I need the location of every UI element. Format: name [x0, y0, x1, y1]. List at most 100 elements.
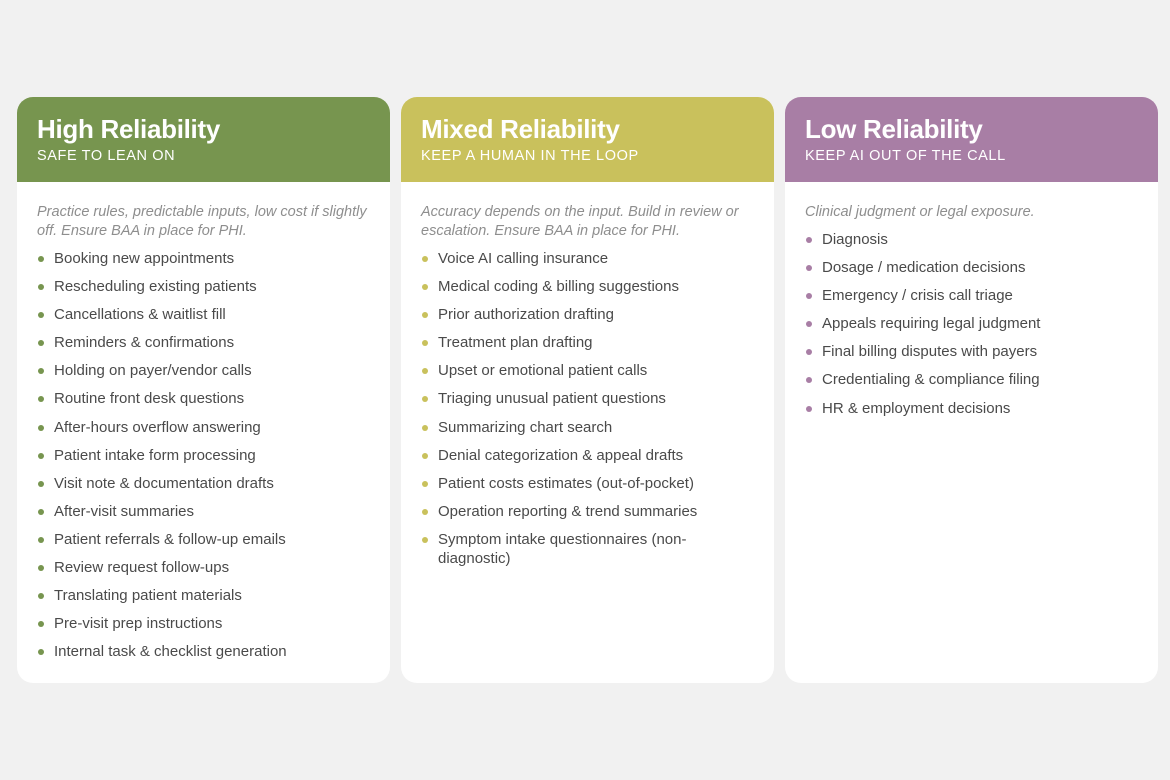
list-item: After-visit summaries	[37, 502, 370, 522]
list-item: Dosage / medication decisions	[805, 258, 1138, 278]
bullet-icon	[806, 293, 812, 300]
card-header: Mixed Reliability KEEP A HUMAN IN THE LO…	[401, 97, 774, 182]
list-item: Denial categorization & appeal drafts	[421, 446, 754, 466]
list-item-label: Patient referrals & follow-up emails	[54, 530, 286, 548]
card-title: Low Reliability	[805, 114, 983, 144]
list-item: Reminders & confirmations	[37, 333, 370, 353]
card-note: Clinical judgment or legal exposure.	[805, 204, 1035, 220]
list-item: Diagnosis	[805, 230, 1138, 250]
card-body: Practice rules, predictable inputs, low …	[17, 182, 390, 662]
list-item: Appeals requiring legal judgment	[805, 314, 1138, 334]
bullet-icon	[38, 424, 44, 431]
bullet-icon	[38, 452, 44, 459]
card-header: Low Reliability KEEP AI OUT OF THE CALL	[785, 97, 1158, 182]
list-item-label: Diagnosis	[822, 231, 888, 248]
high-reliability-card: High Reliability SAFE TO LEAN ON Practic…	[17, 97, 390, 683]
list-item-label: Appeals requiring legal judgment	[822, 315, 1041, 333]
list-item: HR & employment decisions	[805, 399, 1138, 419]
low-reliability-card: Low Reliability KEEP AI OUT OF THE CALL …	[785, 97, 1158, 683]
bullet-icon	[422, 340, 428, 347]
bullet-icon	[38, 565, 44, 572]
bullet-icon	[422, 508, 428, 515]
list-item: Visit note & documentation drafts	[37, 474, 370, 494]
list-item-label: Treatment plan drafting	[438, 334, 593, 352]
bullet-icon	[806, 349, 812, 356]
list-item-label: Medical coding & billing suggestions	[438, 278, 679, 296]
bullet-icon	[806, 405, 812, 412]
list-item-label: Emergency / crisis call triage	[822, 287, 1013, 305]
bullet-icon	[38, 396, 44, 403]
bullet-icon	[38, 368, 44, 375]
bullet-icon	[422, 256, 428, 262]
card-title: Mixed Reliability	[421, 114, 620, 144]
list-item-label: Internal task & checklist generation	[54, 643, 287, 661]
card-header: High Reliability SAFE TO LEAN ON	[17, 97, 390, 182]
list-item-label: Rescheduling existing patients	[54, 278, 257, 296]
reliability-columns: High Reliability SAFE TO LEAN ON Practic…	[17, 97, 1158, 683]
bullet-icon	[422, 452, 428, 459]
list-item: Medical coding & billing suggestions	[421, 277, 754, 297]
list-item: Patient intake form processing	[37, 446, 370, 466]
list-item: Translating patient materials	[37, 586, 370, 606]
bullet-icon	[806, 237, 812, 243]
card-note: Accuracy depends on the input. Build in …	[421, 204, 739, 239]
list-item: Triaging unusual patient questions	[421, 389, 754, 409]
list-item: Routine front desk questions	[37, 389, 370, 409]
list-item: Prior authorization drafting	[421, 305, 754, 325]
bullet-icon	[38, 593, 44, 600]
card-body: Clinical judgment or legal exposure. Dia…	[785, 182, 1158, 418]
list-item: Internal task & checklist generation	[37, 642, 370, 662]
bullet-icon	[422, 424, 428, 431]
list-item: Upset or emotional patient calls	[421, 361, 754, 381]
list-item-label: Summarizing chart search	[438, 418, 613, 436]
list-item-label: Booking new appointments	[54, 250, 235, 267]
card-title: High Reliability	[37, 114, 221, 144]
list-item: Final billing disputes with payers	[805, 342, 1138, 362]
list-item-label: Translating patient materials	[54, 587, 242, 605]
list-item-label: Voice AI calling insurance	[438, 250, 609, 267]
bullet-icon	[38, 340, 44, 347]
list-item: After-hours overflow answering	[37, 418, 370, 438]
bullet-icon	[38, 649, 44, 656]
list-item: Voice AI calling insurance	[421, 249, 754, 269]
list-item: Booking new appointments	[37, 249, 370, 269]
list-item-label: Upset or emotional patient calls	[438, 362, 648, 380]
list-item: Operation reporting & trend summaries	[421, 502, 754, 522]
list-item-label: Triaging unusual patient questions	[438, 390, 666, 408]
list-item: Rescheduling existing patients	[37, 277, 370, 297]
bullet-icon	[38, 621, 44, 628]
card-subtitle: SAFE TO LEAN ON	[37, 148, 176, 164]
list-item: Patient referrals & follow-up emails	[37, 530, 370, 550]
bullet-icon	[422, 536, 428, 543]
list-item-label: Cancellations & waitlist fill	[54, 306, 226, 324]
list-item-label: Review request follow-ups	[54, 559, 230, 577]
list-item: Summarizing chart search	[421, 418, 754, 438]
bullet-icon	[422, 312, 428, 319]
list-item: Holding on payer/vendor calls	[37, 361, 370, 381]
card-subtitle: KEEP AI OUT OF THE CALL	[805, 148, 1006, 164]
list-item: Emergency / crisis call triage	[805, 286, 1138, 306]
bullet-icon	[38, 256, 44, 262]
bullet-icon	[806, 321, 812, 328]
bullet-icon	[38, 536, 44, 543]
list-item: Symptom intake questionnaires (non-diagn…	[421, 530, 754, 569]
bullet-icon	[422, 480, 428, 487]
bullet-icon	[806, 377, 812, 384]
bullet-icon	[38, 508, 44, 515]
list-item: Credentialing & compliance filing	[805, 370, 1138, 390]
bullet-icon	[422, 284, 428, 291]
list-item-label: Patient intake form processing	[54, 446, 256, 464]
list-item-label: Operation reporting & trend summaries	[438, 502, 698, 520]
bullet-icon	[38, 284, 44, 291]
list-item-label: After-hours overflow answering	[54, 418, 261, 436]
list-item-label: Pre-visit prep instructions	[54, 615, 223, 633]
mixed-reliability-card: Mixed Reliability KEEP A HUMAN IN THE LO…	[401, 97, 774, 683]
list-item: Treatment plan drafting	[421, 333, 754, 353]
card-note: Practice rules, predictable inputs, low …	[37, 204, 367, 239]
list-item-label: Routine front desk questions	[54, 390, 245, 408]
list-item-label: Final billing disputes with payers	[822, 343, 1038, 361]
list-item-label: Patient costs estimates (out-of-pocket)	[438, 474, 694, 492]
